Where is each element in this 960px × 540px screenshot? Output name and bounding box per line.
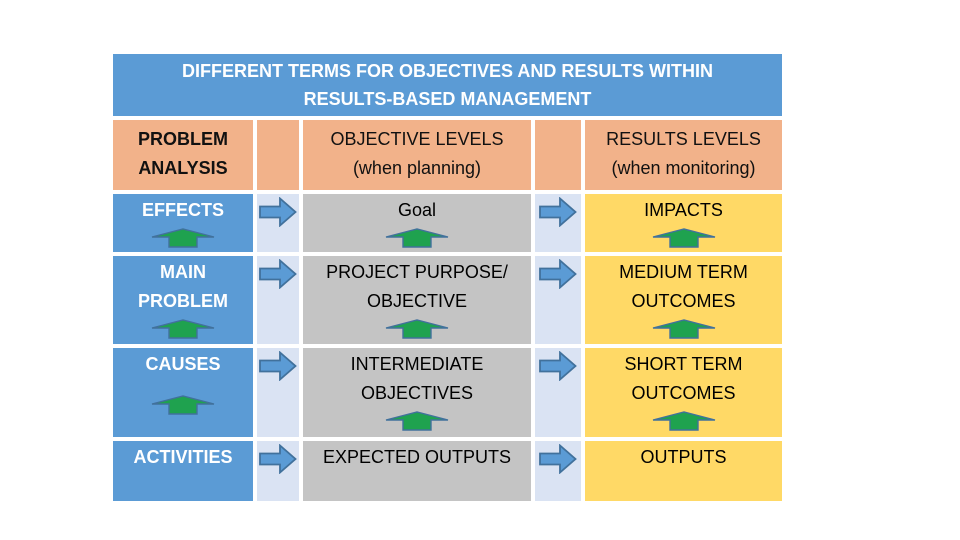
right-arrow-icon — [539, 197, 577, 227]
rbm-comparison-table: DIFFERENT TERMS FOR OBJECTIVES AND RESUL… — [113, 54, 782, 501]
up-arrow-icon — [385, 319, 449, 339]
right-arrow-icon — [539, 351, 577, 381]
right-arrow-icon — [539, 259, 577, 289]
cell-short-term-outcomes-label: SHORT TERM OUTCOMES — [624, 354, 743, 403]
cell-project-purpose: PROJECT PURPOSE/ OBJECTIVE — [303, 256, 531, 344]
header-connector-1 — [257, 120, 299, 190]
right-arrow-icon — [259, 444, 297, 474]
up-arrow-icon — [151, 319, 215, 339]
cell-outputs-label: OUTPUTS — [640, 447, 727, 467]
connector-row2-right — [535, 256, 581, 344]
cell-intermediate-objectives-label: INTERMEDIATE OBJECTIVES — [350, 354, 484, 403]
up-arrow-icon — [385, 228, 449, 248]
header-connector-2 — [535, 120, 581, 190]
cell-goal-label: Goal — [397, 200, 437, 220]
cell-expected-outputs: EXPECTED OUTPUTS — [303, 441, 531, 501]
cell-medium-term-outcomes: MEDIUM TERM OUTCOMES — [585, 256, 782, 344]
connector-row4-left — [257, 441, 299, 501]
connector-row3-left — [257, 348, 299, 437]
cell-medium-term-outcomes-label: MEDIUM TERM OUTCOMES — [619, 262, 748, 311]
right-arrow-icon — [259, 259, 297, 289]
up-arrow-icon — [151, 228, 215, 248]
header-problem-analysis: PROBLEM ANALYSIS — [113, 120, 253, 190]
right-arrow-icon — [539, 444, 577, 474]
cell-effects-label: EFFECTS — [141, 200, 224, 220]
cell-expected-outputs-label: EXPECTED OUTPUTS — [322, 447, 512, 467]
cell-main-problem: MAIN PROBLEM — [113, 256, 253, 344]
cell-main-problem-label: MAIN PROBLEM — [138, 262, 228, 311]
header-results-levels: RESULTS LEVELS (when monitoring) — [585, 120, 782, 190]
up-arrow-icon — [151, 395, 215, 415]
cell-intermediate-objectives: INTERMEDIATE OBJECTIVES — [303, 348, 531, 437]
cell-goal: Goal — [303, 194, 531, 252]
connector-row2-left — [257, 256, 299, 344]
cell-project-purpose-label: PROJECT PURPOSE/ OBJECTIVE — [326, 262, 508, 311]
cell-short-term-outcomes: SHORT TERM OUTCOMES — [585, 348, 782, 437]
connector-row1-left — [257, 194, 299, 252]
up-arrow-icon — [652, 228, 715, 248]
connector-row4-right — [535, 441, 581, 501]
cell-impacts-label: IMPACTS — [644, 200, 723, 220]
cell-causes: CAUSES — [113, 348, 253, 437]
up-arrow-icon — [652, 319, 715, 339]
cell-activities-label: ACTIVITIES — [133, 447, 233, 467]
cell-effects: EFFECTS — [113, 194, 253, 252]
cell-outputs: OUTPUTS — [585, 441, 782, 501]
connector-row1-right — [535, 194, 581, 252]
right-arrow-icon — [259, 197, 297, 227]
connector-row3-right — [535, 348, 581, 437]
cell-causes-label: CAUSES — [145, 354, 221, 374]
cell-activities: ACTIVITIES — [113, 441, 253, 501]
header-objective-levels: OBJECTIVE LEVELS (when planning) — [303, 120, 531, 190]
cell-impacts: IMPACTS — [585, 194, 782, 252]
slide-title: DIFFERENT TERMS FOR OBJECTIVES AND RESUL… — [113, 54, 782, 116]
up-arrow-icon — [652, 411, 715, 431]
right-arrow-icon — [259, 351, 297, 381]
up-arrow-icon — [385, 411, 449, 431]
